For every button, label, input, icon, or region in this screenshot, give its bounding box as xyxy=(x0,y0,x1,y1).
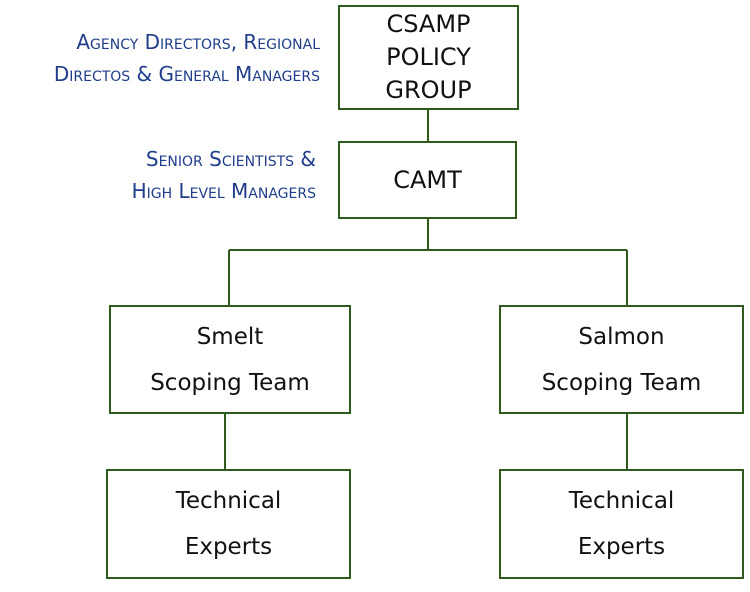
smelt-scoping-team-line-2: Scoping Team xyxy=(150,369,310,396)
salmon-scoping-team-line-2: Scoping Team xyxy=(541,369,702,396)
policy-group-members-line-2: Directos & General Managers xyxy=(53,62,320,86)
csamp-policy-group-line-2: POLICY xyxy=(386,43,471,71)
camt-node-label: CAMT xyxy=(393,166,462,194)
smelt-technical-experts-line-1: Technical xyxy=(175,488,282,514)
csamp-policy-group-line-3: GROUP xyxy=(385,76,472,104)
smelt-technical-experts-line-2: Experts xyxy=(184,534,273,560)
salmon-technical-experts-line-1: Technical xyxy=(568,488,675,514)
camt-members-label: Senior Scientists & High Level Managers xyxy=(132,143,316,207)
smelt-scoping-team-node: Smelt Scoping Team xyxy=(109,305,351,414)
salmon-scoping-team-line-1: Salmon xyxy=(578,323,665,350)
smelt-scoping-team-line-1: Smelt xyxy=(196,323,264,350)
camt-members-line-1: Senior Scientists & xyxy=(145,147,316,171)
policy-group-members-line-1: Agency Directors, Regional xyxy=(76,30,320,54)
camt-node: CAMT xyxy=(338,141,517,219)
camt-members-line-2: High Level Managers xyxy=(131,179,316,203)
salmon-technical-experts-line-2: Experts xyxy=(577,534,666,560)
salmon-technical-experts-node: Technical Experts xyxy=(499,469,744,579)
csamp-policy-group-node: CSAMP POLICY GROUP xyxy=(338,5,519,110)
salmon-scoping-team-node: Salmon Scoping Team xyxy=(499,305,744,414)
policy-group-members-label: Agency Directors, Regional Directos & Ge… xyxy=(54,26,320,90)
csamp-policy-group-line-1: CSAMP xyxy=(386,10,471,38)
smelt-technical-experts-node: Technical Experts xyxy=(106,469,351,579)
